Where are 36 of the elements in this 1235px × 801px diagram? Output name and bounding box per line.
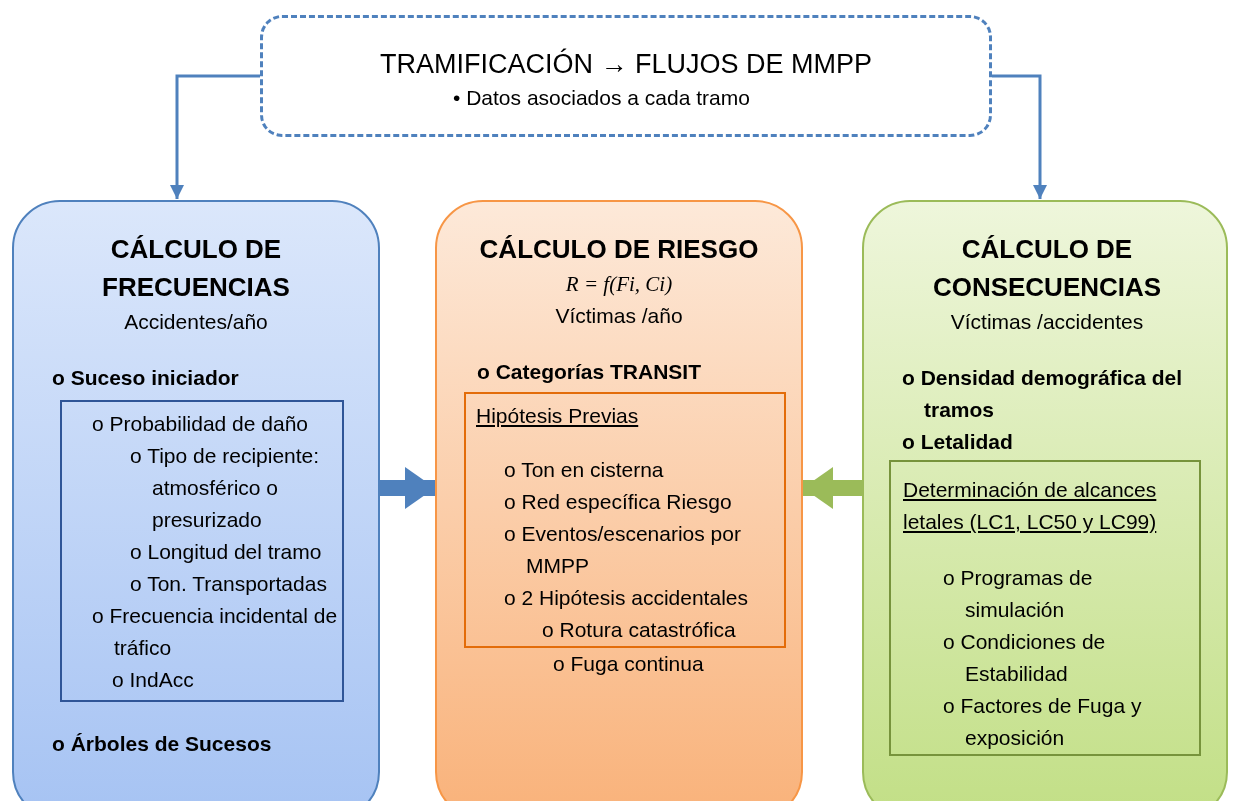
group-box	[464, 392, 786, 648]
unit-text: Víctimas /año	[554, 303, 684, 329]
block-arrow	[380, 467, 435, 509]
process-box	[12, 200, 380, 801]
list-item: o IndAcc	[112, 667, 195, 693]
process-box	[435, 200, 803, 801]
group-title: Hipótesis Previas	[476, 403, 640, 429]
unit-text: Víctimas /accidentes	[949, 309, 1145, 335]
list-item: o Categorías TRANSIT	[477, 359, 703, 385]
process-box	[862, 200, 1228, 801]
list-item: o Probabilidad de daño	[92, 411, 309, 437]
heading: TRAMIFICACIÓN → FLUJOS DE MMPP	[379, 47, 873, 81]
dashed-box	[260, 15, 992, 137]
unit-text: Accidentes/año	[123, 309, 269, 335]
list-item: o Árboles de Sucesos	[52, 731, 273, 757]
list-item: o Longitud del tramo	[130, 539, 323, 565]
list-item: o Ton. Transportadas	[130, 571, 328, 597]
list-item: o Red específica Riesgo	[504, 489, 733, 515]
node-title: CÁLCULO DE CONSECUENCIAS	[931, 233, 1163, 304]
list-item: o Factores de Fuga y exposición	[943, 693, 1143, 751]
node-title: CÁLCULO DE FRECUENCIAS	[101, 233, 291, 304]
list-item: o Letalidad	[902, 429, 1014, 455]
group-box	[889, 460, 1201, 756]
list-item: o 2 Hipótesis accidentales	[504, 585, 749, 611]
node-title: CÁLCULO DE RIESGO	[478, 233, 760, 266]
formula: R = f(Fi, Ci)	[564, 271, 674, 298]
arrow	[992, 74, 1047, 199]
group-box	[60, 400, 344, 702]
list-item: o Fuga continua	[553, 651, 705, 677]
list-item: o Suceso iniciador	[52, 365, 240, 391]
list-item: o Rotura catastrófica	[542, 617, 737, 643]
list-item: o Ton en cisterna	[504, 457, 665, 483]
list-item: • Datos asociados a cada tramo	[453, 85, 751, 111]
arrow	[170, 74, 260, 199]
block-arrow	[803, 467, 862, 509]
group-title: Determinación de alcances letales (LC1, LC50 y LC99)	[903, 477, 1158, 535]
